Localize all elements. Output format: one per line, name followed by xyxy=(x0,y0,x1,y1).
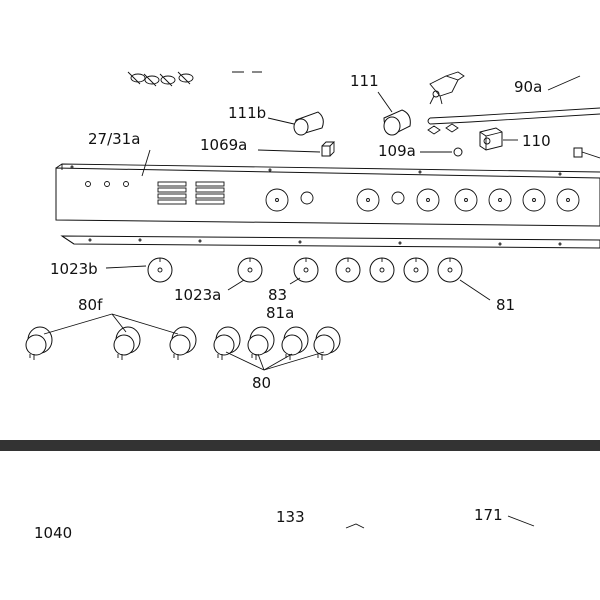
panel-top-holes xyxy=(70,165,562,176)
part-111 xyxy=(383,109,411,136)
knob-80-1 xyxy=(213,326,241,360)
part-110 xyxy=(479,127,503,151)
knob-80f-1 xyxy=(25,326,53,360)
indicator-holes xyxy=(85,181,129,187)
trim-holes xyxy=(88,238,562,246)
knob-80-2 xyxy=(247,326,275,360)
label-1023b: 1023b xyxy=(50,260,98,278)
ring-1023b xyxy=(147,257,173,283)
part-clip-right xyxy=(573,147,600,159)
label-171: 171 xyxy=(474,506,503,524)
label-90a: 90a xyxy=(514,78,542,96)
leader-27-31a xyxy=(141,149,151,177)
gas-valve-assembly xyxy=(429,71,465,105)
ring-a xyxy=(335,257,361,283)
label-80: 80 xyxy=(252,374,271,392)
trim-strip xyxy=(60,235,600,249)
leader-111b xyxy=(267,117,295,125)
part-1069a xyxy=(321,141,336,157)
knob-80f-2 xyxy=(113,326,141,360)
label-110: 110 xyxy=(522,132,551,150)
top-cropped-parts xyxy=(127,71,262,87)
label-109a: 109a xyxy=(378,142,416,160)
label-1069a: 1069a xyxy=(200,136,247,154)
gas-pipe xyxy=(427,107,600,135)
knob-openings xyxy=(265,188,580,212)
knob-80-3 xyxy=(281,326,309,360)
label-1040: 1040 xyxy=(34,524,72,542)
control-knobs xyxy=(25,326,341,360)
part-109a xyxy=(453,147,463,157)
lower-cropped-parts xyxy=(345,515,535,529)
ring-c xyxy=(403,257,429,283)
label-80f: 80f xyxy=(78,296,103,314)
label-27-31a: 27/31a xyxy=(88,130,140,148)
section-divider xyxy=(0,440,600,451)
label-1023a: 1023a xyxy=(174,286,221,304)
callout-labels: 111 90a 111b 27/31a 1069a 109a 110 1023b… xyxy=(34,72,551,542)
vent-slots xyxy=(157,181,225,205)
label-81: 81 xyxy=(496,296,515,314)
leader-111 xyxy=(377,91,393,113)
label-111b: 111b xyxy=(228,104,266,122)
leader-83 xyxy=(289,277,301,285)
ring-81 xyxy=(437,257,463,283)
ring-83 xyxy=(293,257,319,283)
label-111: 111 xyxy=(350,72,379,90)
leaders-80f xyxy=(43,313,179,335)
leader-90a xyxy=(547,75,581,91)
label-81a: 81a xyxy=(266,304,294,322)
leader-1023b xyxy=(105,265,147,269)
leader-1069a xyxy=(257,149,321,153)
leader-1023a xyxy=(227,279,245,291)
part-111b xyxy=(293,111,324,136)
bezel-rings xyxy=(147,257,463,283)
leaders-80 xyxy=(225,351,325,371)
knob-80-4 xyxy=(313,326,341,360)
leader-81 xyxy=(459,279,491,301)
label-133: 133 xyxy=(276,508,305,526)
control-panel-27-31a xyxy=(55,163,600,227)
knob-80f-3 xyxy=(169,326,197,360)
label-83: 83 xyxy=(268,286,287,304)
ring-1023a xyxy=(237,257,263,283)
ring-b xyxy=(369,257,395,283)
